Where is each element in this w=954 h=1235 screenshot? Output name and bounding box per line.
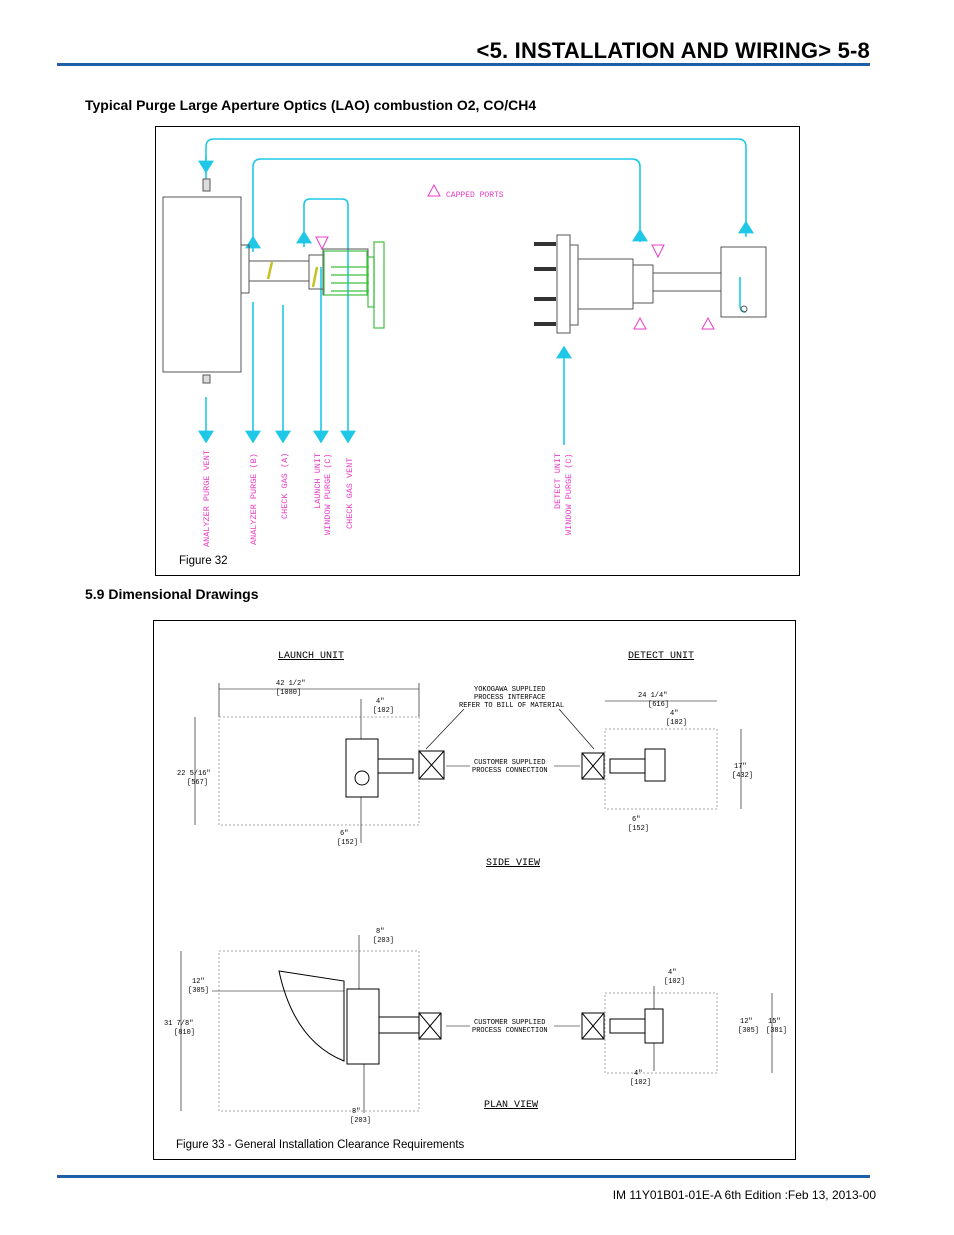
svg-text:[203]: [203] [373, 937, 394, 945]
svg-text:[152]: [152] [337, 839, 358, 847]
figure-32-frame: CAPPED PORTS ANALYZER PURGE VENT ANALYZE… [155, 126, 800, 576]
svg-text:PROCESS CONNECTION: PROCESS CONNECTION [472, 1027, 548, 1035]
svg-text:17": 17" [734, 763, 747, 771]
svg-text:[102]: [102] [666, 719, 687, 727]
launch-unit-heading: LAUNCH UNIT [278, 651, 344, 662]
svg-text:[305]: [305] [738, 1027, 759, 1035]
svg-text:24 1/4": 24 1/4" [638, 692, 667, 700]
document-footer: IM 11Y01B01-01E-A 6th Edition :Feb 13, 2… [612, 1188, 876, 1202]
svg-text:REFER TO BILL OF MATERIAL: REFER TO BILL OF MATERIAL [459, 702, 564, 710]
plan-view-heading: PLAN VIEW [484, 1100, 538, 1111]
svg-text:[432]: [432] [732, 772, 753, 780]
svg-text:4": 4" [670, 710, 678, 718]
purge-labels: ANALYZER PURGE VENT ANALYZER PURGE (B) C… [202, 450, 574, 547]
svg-text:[381]: [381] [766, 1027, 787, 1035]
label-launch-window-purge: WINDOW PURGE (C) [323, 453, 333, 535]
svg-text:12": 12" [192, 978, 205, 986]
label-detect-unit: DETECT UNIT [553, 453, 563, 509]
warning-icons [315, 183, 715, 330]
page-title: <5. INSTALLATION AND WIRING> 5-8 [476, 38, 870, 63]
purge-piping [198, 138, 754, 445]
dimensional-section-title: 5.9 Dimensional Drawings [85, 586, 259, 602]
svg-text:PROCESS CONNECTION: PROCESS CONNECTION [472, 767, 548, 775]
svg-text:42 1/2": 42 1/2" [276, 680, 305, 688]
figure-33-caption: Figure 33 - General Installation Clearan… [176, 1139, 465, 1151]
footer-rule [57, 1175, 870, 1178]
label-launch-unit: LAUNCH UNIT [313, 453, 323, 509]
svg-text:[810]: [810] [174, 1029, 195, 1037]
svg-text:[616]: [616] [648, 701, 669, 709]
label-check-gas: CHECK GAS (A) [280, 453, 290, 519]
header-rule [57, 63, 870, 66]
svg-text:12": 12" [740, 1018, 753, 1026]
svg-text:YOKOGAWA SUPPLIED: YOKOGAWA SUPPLIED [474, 686, 545, 694]
svg-text:22 5/16": 22 5/16" [177, 770, 211, 778]
dimensional-drawing: LAUNCH UNIT DETECT UNIT SIDE VIEW PLAN V… [164, 651, 787, 1125]
svg-text:[102]: [102] [373, 707, 394, 715]
detect-unit-drawing [534, 234, 767, 334]
svg-text:6": 6" [340, 830, 348, 838]
side-view-heading: SIDE VIEW [486, 858, 540, 869]
svg-text:4": 4" [668, 969, 676, 977]
svg-text:[102]: [102] [630, 1079, 651, 1087]
svg-text:PROCESS INTERFACE: PROCESS INTERFACE [474, 694, 545, 702]
svg-text:[102]: [102] [664, 978, 685, 986]
svg-text:[305]: [305] [188, 987, 209, 995]
svg-text:CUSTOMER SUPPLIED: CUSTOMER SUPPLIED [474, 1019, 545, 1027]
purge-diagram: CAPPED PORTS ANALYZER PURGE VENT ANALYZE… [162, 138, 767, 547]
svg-text:8": 8" [352, 1108, 360, 1116]
svg-text:6": 6" [632, 816, 640, 824]
svg-text:CUSTOMER SUPPLIED: CUSTOMER SUPPLIED [474, 759, 545, 767]
detect-unit-heading: DETECT UNIT [628, 651, 694, 662]
label-analyzer-purge: ANALYZER PURGE (B) [249, 453, 259, 545]
capped-ports-note: CAPPED PORTS [446, 191, 504, 200]
svg-text:[567]: [567] [187, 779, 208, 787]
svg-text:4": 4" [376, 698, 384, 706]
figure-32-caption: Figure 32 [179, 555, 228, 567]
svg-text:[152]: [152] [628, 825, 649, 833]
svg-text:[203]: [203] [350, 1117, 371, 1125]
svg-text:15": 15" [768, 1018, 781, 1026]
label-detect-window-purge: WINDOW PURGE (C) [564, 453, 574, 535]
label-check-gas-vent: CHECK GAS VENT [345, 458, 355, 529]
svg-text:31 7/8": 31 7/8" [164, 1020, 193, 1028]
svg-text:8": 8" [376, 928, 384, 936]
label-analyzer-purge-vent: ANALYZER PURGE VENT [202, 450, 212, 547]
svg-text:4": 4" [634, 1070, 642, 1078]
launch-flange [323, 241, 385, 329]
svg-text:[1080]: [1080] [276, 689, 301, 697]
purge-section-title: Typical Purge Large Aperture Optics (LAO… [85, 97, 537, 113]
launch-unit-drawing [162, 178, 369, 384]
figure-33-frame: LAUNCH UNIT DETECT UNIT SIDE VIEW PLAN V… [153, 620, 796, 1160]
